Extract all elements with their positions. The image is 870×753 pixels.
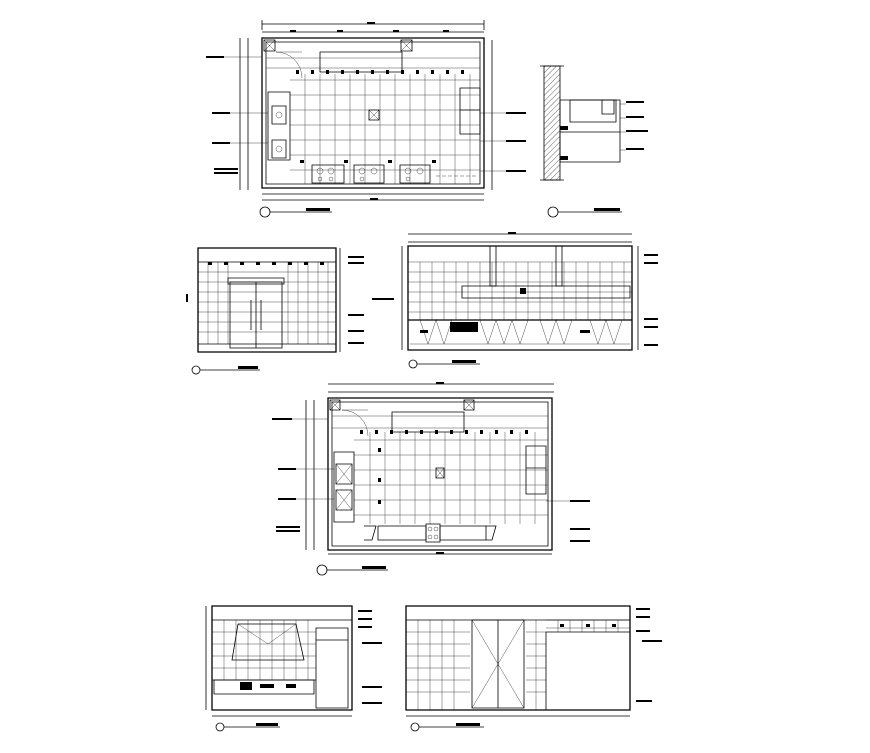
kitchen-plan-view-1 bbox=[206, 20, 526, 217]
right-counter bbox=[526, 446, 546, 494]
wall-tile-grid bbox=[406, 620, 630, 710]
view-title-7 bbox=[456, 723, 480, 726]
view-marker-2 bbox=[548, 207, 558, 217]
wall-ticks bbox=[296, 70, 464, 163]
view-title-6 bbox=[256, 723, 278, 726]
hood-outline bbox=[232, 624, 304, 660]
annotation-leaders bbox=[272, 418, 590, 542]
view-title-3 bbox=[238, 366, 258, 369]
floor-drain-symbol bbox=[369, 110, 379, 120]
wall-hatch bbox=[544, 66, 560, 180]
right-counter bbox=[460, 88, 480, 134]
ceiling-ticks bbox=[208, 262, 324, 265]
view-title-5 bbox=[362, 566, 386, 569]
wall-tile-grid bbox=[198, 262, 336, 344]
range-hood bbox=[462, 286, 630, 298]
stove-row bbox=[312, 165, 478, 183]
floor-drain-symbol bbox=[436, 468, 444, 478]
wall-tile-grid bbox=[408, 262, 632, 320]
wall-section-view bbox=[540, 66, 648, 217]
door-frame bbox=[316, 628, 348, 708]
wall-ticks bbox=[360, 430, 528, 504]
view-marker-7 bbox=[411, 723, 419, 731]
elevation-view-2 bbox=[372, 232, 658, 368]
view-marker-4 bbox=[409, 360, 417, 368]
exhaust-duct bbox=[490, 246, 496, 286]
view-marker-1 bbox=[260, 207, 270, 217]
annotation-leaders bbox=[206, 56, 526, 174]
floor-tile-grid bbox=[266, 58, 480, 184]
window-opening bbox=[546, 632, 630, 710]
view-title-2 bbox=[594, 208, 620, 211]
view-marker-6 bbox=[216, 723, 224, 731]
sink-counter bbox=[268, 92, 290, 160]
view-title-1 bbox=[306, 208, 330, 211]
bottom-counter-row bbox=[364, 524, 496, 542]
base-cabinet-trusses bbox=[410, 320, 630, 344]
floor-tile-grid bbox=[332, 416, 548, 524]
elevation-view-3 bbox=[206, 606, 382, 731]
kitchen-plan-view-2 bbox=[272, 382, 590, 575]
elevation-view-1 bbox=[186, 248, 364, 374]
view-title-4 bbox=[452, 360, 476, 363]
wall-cabinet bbox=[320, 52, 402, 72]
elevation-view-4 bbox=[406, 606, 662, 731]
view-marker-3 bbox=[192, 366, 200, 374]
dimension-lines bbox=[240, 20, 492, 200]
view-marker-5 bbox=[317, 565, 327, 575]
wall-tile-grid bbox=[212, 620, 316, 680]
left-cabinet bbox=[334, 452, 354, 522]
